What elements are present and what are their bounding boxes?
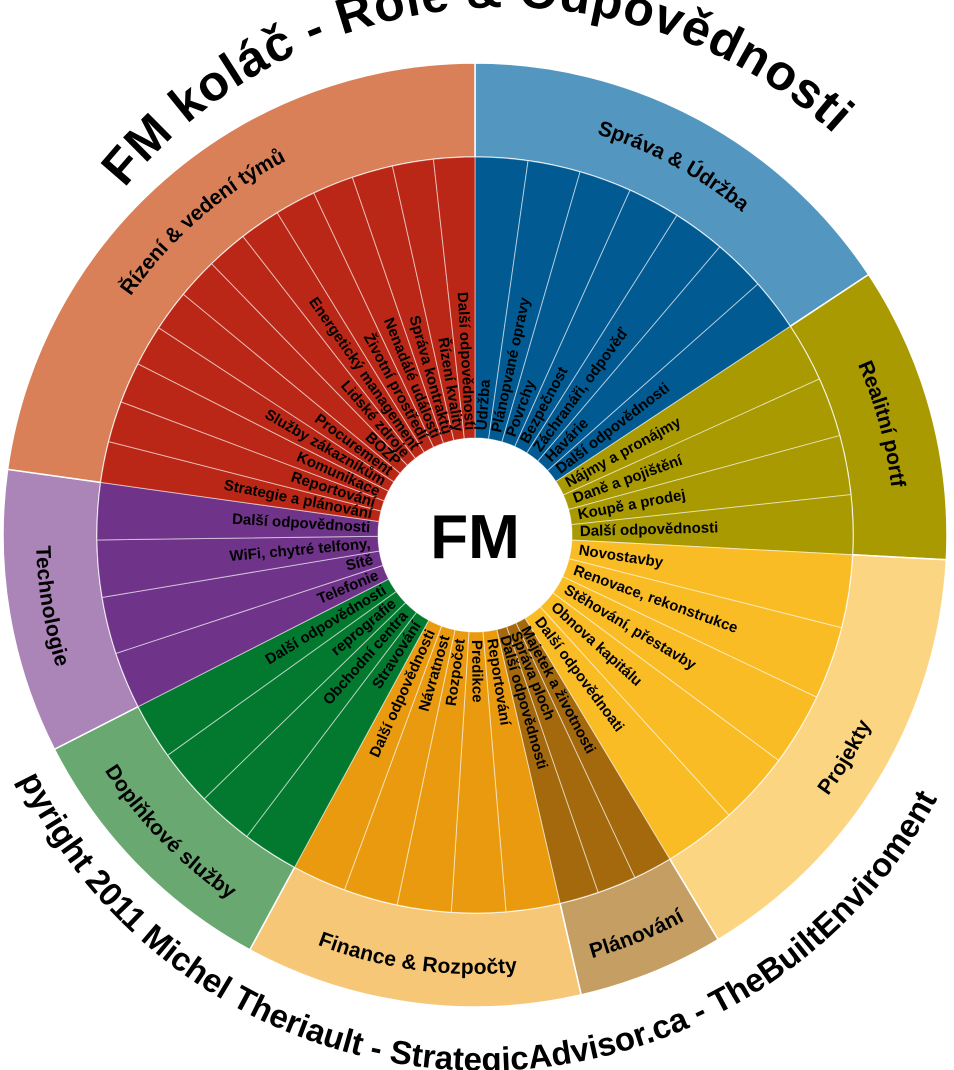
inner-ring <box>96 156 854 914</box>
item-label-dalsi-odpovednosti: Další odpovědnosti <box>580 519 719 540</box>
item-label-udrzba: Údržba <box>472 378 494 431</box>
center-circle <box>378 438 572 632</box>
item-label-predikce: Predikce <box>468 640 486 703</box>
center-label: FM <box>430 503 520 572</box>
item-label-site: Sítě <box>344 551 375 574</box>
